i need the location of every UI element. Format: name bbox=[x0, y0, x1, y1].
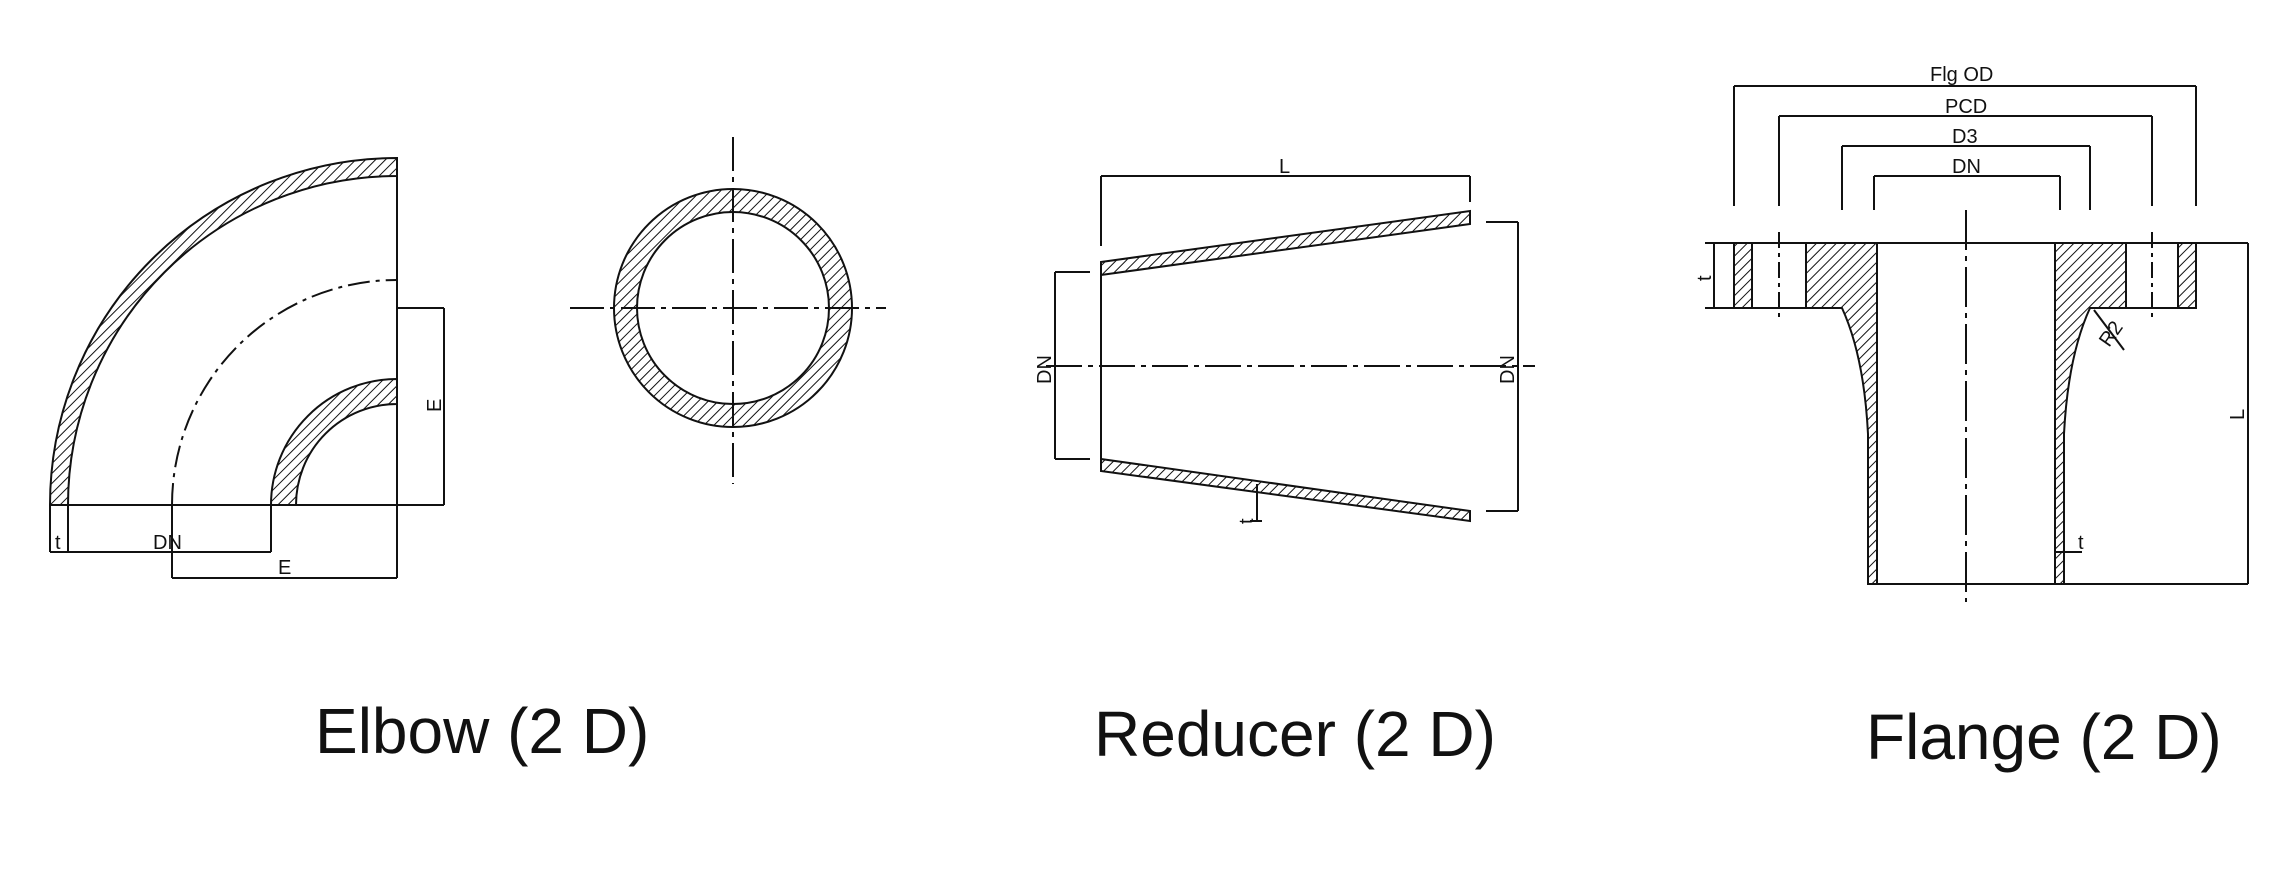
flange-t-bottom-label: t bbox=[2078, 532, 2084, 554]
elbow-caption: Elbow (2 D) bbox=[315, 695, 650, 767]
reducer-dn-right-label: DN bbox=[1497, 355, 1519, 384]
elbow-centerline bbox=[171, 279, 398, 506]
flange-caption: Flange (2 D) bbox=[1866, 701, 2222, 773]
elbow-end-view bbox=[570, 137, 886, 484]
reducer bbox=[1046, 175, 1535, 523]
elbow-e-bottom-label: E bbox=[278, 557, 291, 579]
flange-l-label: L bbox=[2227, 409, 2249, 420]
elbow-t-label: t bbox=[55, 532, 61, 554]
flange-r2-label: R2 bbox=[2095, 317, 2128, 351]
elbow-inner-wall bbox=[269, 377, 398, 506]
reducer-t-label: t bbox=[1236, 518, 1258, 524]
elbow-e-side-label: E bbox=[424, 399, 446, 412]
flange-d3-label: D3 bbox=[1952, 126, 1978, 148]
flange bbox=[1705, 85, 2249, 602]
flange-t-top-label: t bbox=[1694, 275, 1716, 281]
flange-pcd-label: PCD bbox=[1945, 96, 1987, 118]
reducer-bottom-wall bbox=[1100, 457, 1471, 523]
reducer-l-label: L bbox=[1279, 156, 1290, 178]
flange-left-ring-outer bbox=[1733, 242, 1753, 309]
flange-right-ring-outer bbox=[2177, 242, 2197, 309]
flange-r2-leader bbox=[2093, 309, 2125, 351]
reducer-dn-left-label: DN bbox=[1034, 355, 1056, 384]
reducer-caption: Reducer (2 D) bbox=[1094, 698, 1496, 770]
reducer-top-wall bbox=[1100, 209, 1471, 277]
elbow-dn-label: DN bbox=[153, 532, 182, 554]
flange-dn-label: DN bbox=[1952, 156, 1981, 178]
elbow-side-view bbox=[48, 156, 445, 579]
elbow-outer-wall bbox=[48, 156, 398, 506]
flange-flgod-label: Flg OD bbox=[1930, 64, 1993, 86]
